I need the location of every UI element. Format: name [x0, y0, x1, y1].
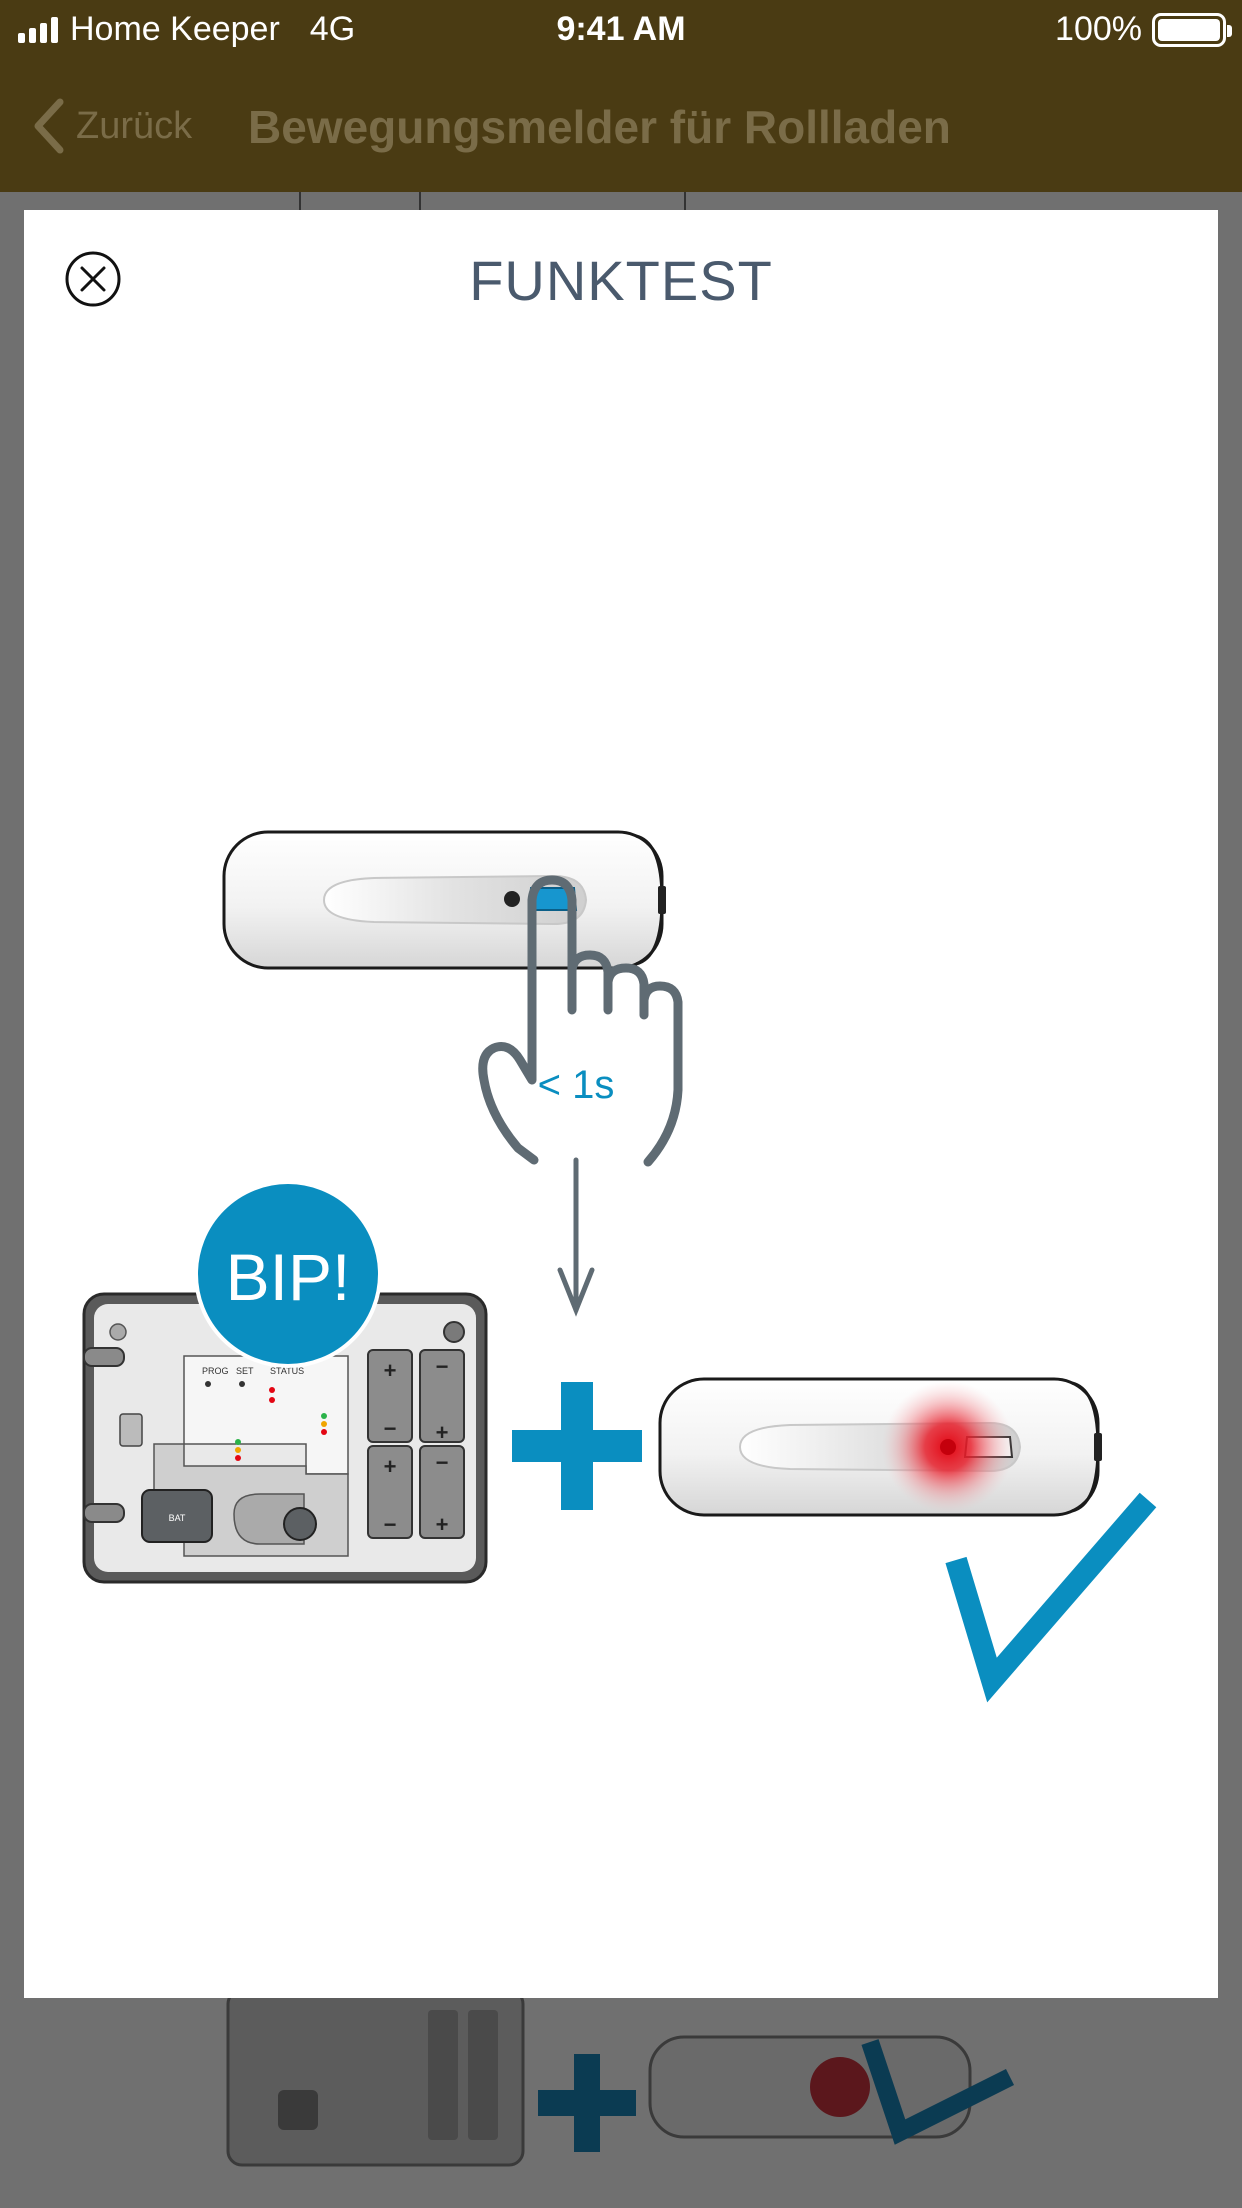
- battery-icon: [1152, 12, 1232, 47]
- check-icon: [945, 1492, 1157, 1703]
- bg-check-icon: [861, 2039, 1015, 2145]
- status-time: 9:41 AM: [556, 10, 686, 48]
- status-right: 100%: [1055, 10, 1232, 49]
- svg-text:−: −: [384, 1416, 397, 1441]
- carrier-name: Home Keeper: [70, 10, 280, 48]
- signal-icon: [18, 16, 58, 43]
- bg-plus-icon: [538, 2054, 636, 2152]
- svg-text:+: +: [436, 1512, 449, 1537]
- press-duration-label: < 1s: [538, 1063, 615, 1107]
- base-set-label: SET: [236, 1366, 254, 1376]
- funktest-illustration: < 1s PROG SET STATUS: [82, 830, 1157, 1703]
- svg-text:+: +: [384, 1454, 397, 1479]
- svg-text:−: −: [436, 1354, 449, 1379]
- base-status-label: STATUS: [270, 1366, 304, 1376]
- base-station: PROG SET STATUS + − + − − + − + BAT: [82, 1292, 488, 1584]
- svg-text:+: +: [384, 1358, 397, 1383]
- svg-text:+: +: [436, 1420, 449, 1445]
- sensor-top: [222, 830, 666, 970]
- chevron-left-icon: [34, 98, 64, 154]
- hand-icon: [478, 875, 683, 1167]
- battery-percent: 100%: [1055, 10, 1142, 48]
- plus-icon: [512, 1382, 642, 1510]
- nav-title: Bewegungsmelder für Rollladen: [248, 101, 951, 153]
- beep-label: BIP!: [226, 1240, 351, 1314]
- base-prog-label: PROG: [202, 1366, 229, 1376]
- svg-text:−: −: [436, 1450, 449, 1475]
- status-bar: Home Keeper 4G 9:41 AM 100%: [0, 0, 1242, 60]
- beep-bubble: BIP!: [194, 1180, 382, 1368]
- funktest-modal: FUNKTEST: [24, 210, 1218, 1998]
- nav-bar: Zurück Bewegungsmelder für Rollladen: [0, 60, 1242, 192]
- back-button[interactable]: Zurück: [30, 96, 192, 156]
- sensor-bottom: [658, 1377, 1102, 1517]
- bg-base-station: [226, 1988, 525, 2167]
- back-label: Zurück: [76, 104, 193, 147]
- base-bat-label: BAT: [169, 1513, 186, 1523]
- arrow-down-icon: [557, 1157, 595, 1317]
- status-left: Home Keeper 4G: [18, 10, 355, 49]
- modal-title: FUNKTEST: [469, 249, 773, 312]
- close-icon[interactable]: [64, 250, 122, 308]
- svg-text:−: −: [384, 1512, 397, 1537]
- background-illustration: [226, 192, 1015, 2167]
- network-type: 4G: [309, 10, 356, 48]
